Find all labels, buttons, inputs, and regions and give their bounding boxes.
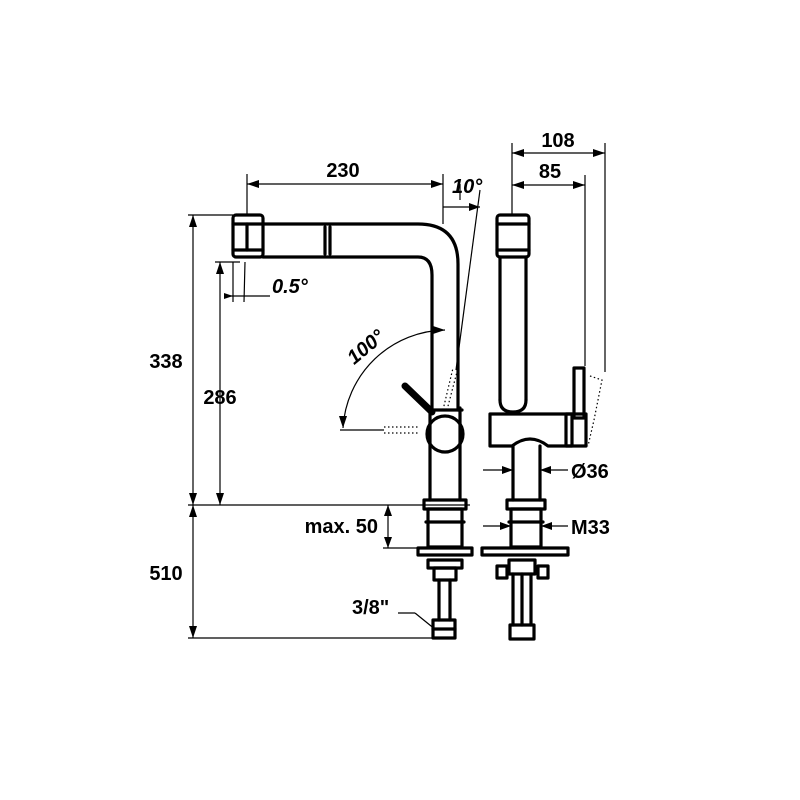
dimensions: 230 10° 0.5° 338 [149, 130, 610, 639]
label-spout-reach: 230 [326, 160, 359, 182]
front-view [231, 213, 474, 640]
dim-side-depth: 85 [512, 161, 586, 366]
side-view [480, 213, 603, 641]
side-lever [564, 366, 588, 448]
dim-connection: 3/8" [352, 597, 437, 631]
label-connection: 3/8" [352, 597, 389, 619]
label-side-depth: 85 [539, 161, 561, 183]
dim-side-total: 108 [511, 130, 606, 372]
dim-spout-height: 286 [203, 261, 240, 505]
label-swivel-angle: 100° [343, 325, 390, 369]
spout-head [231, 213, 265, 259]
dim-spout-reach: 230 [246, 160, 444, 224]
dim-thread-size: M33 [483, 517, 610, 539]
label-side-total: 108 [541, 130, 574, 152]
label-below-counter: 510 [149, 563, 182, 585]
dim-below-counter: 510 [149, 505, 433, 639]
label-head-angle: 0.5° [272, 276, 309, 298]
side-spout [495, 213, 531, 414]
label-spout-height: 286 [203, 387, 236, 409]
mounting-hardware [426, 558, 464, 640]
swivel-trace [384, 426, 420, 434]
side-body [480, 412, 574, 557]
side-mounting-hardware [495, 558, 550, 641]
dim-total-height: 338 [149, 214, 233, 505]
label-spout-tilt: 10° [452, 176, 483, 198]
lever-handle [401, 382, 465, 454]
spout-arm [261, 222, 460, 412]
label-body-diameter: Ø36 [571, 461, 609, 483]
label-total-height: 338 [149, 351, 182, 373]
tilt-trace [442, 367, 459, 411]
side-lever-trace [587, 375, 603, 447]
dim-spout-tilt: 10° [443, 176, 483, 371]
label-counter-thickness: max. 50 [305, 516, 378, 538]
dim-body-diameter: Ø36 [483, 461, 609, 483]
dim-head-angle: 0.5° [224, 261, 309, 303]
label-thread-size: M33 [571, 517, 610, 539]
dim-counter-thickness: max. 50 [305, 505, 418, 549]
